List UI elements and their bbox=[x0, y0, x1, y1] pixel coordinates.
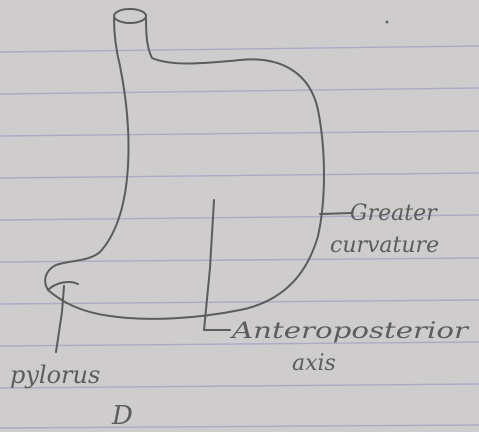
label-greater-curvature-line1: Greater bbox=[350, 201, 438, 226]
label-anteroposterior-line2: axis bbox=[292, 351, 336, 376]
pencil-dot bbox=[386, 21, 389, 24]
label-anteroposterior-line1: Anteroposterior bbox=[229, 319, 470, 344]
label-greater-curvature-line2: curvature bbox=[330, 233, 439, 258]
label-pylorus: pylorus bbox=[10, 361, 100, 389]
greater-curvature-pointer bbox=[320, 213, 352, 214]
footer-mark: D bbox=[111, 401, 133, 431]
